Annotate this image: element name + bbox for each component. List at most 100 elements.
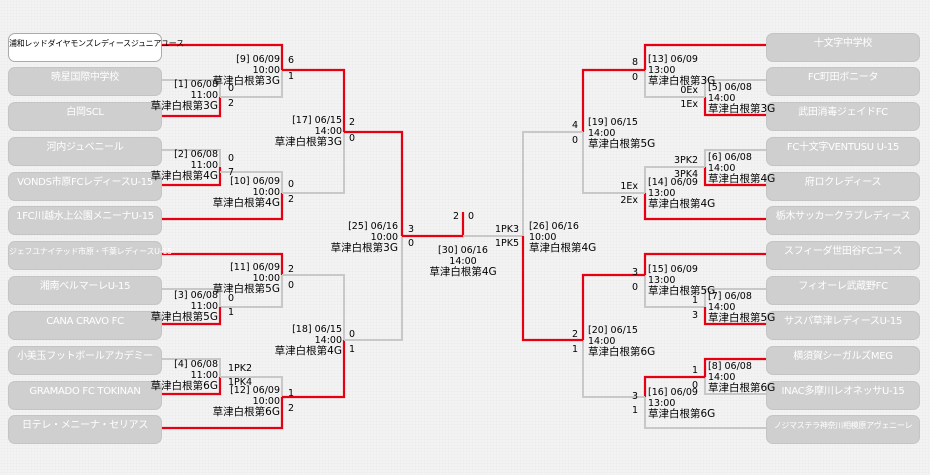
- team-box[interactable]: 暁星国際中学校: [8, 67, 162, 96]
- bracket-line-lose: [704, 288, 766, 307]
- team-box[interactable]: 小美玉フットボールアカデミー: [8, 346, 162, 375]
- team-box[interactable]: FC町田ボニータ: [766, 67, 920, 96]
- match-info[interactable]: [6] 06/08 14:00 草津白根第4G: [708, 152, 775, 185]
- match-venue: 草津白根第4G: [150, 170, 218, 182]
- match-score: 3: [631, 267, 638, 278]
- bracket-line-win: [162, 397, 284, 430]
- match-date: 06/09: [252, 262, 280, 273]
- match-time: 10:00: [370, 232, 398, 243]
- match-info[interactable]: [13] 06/09 13:00 草津白根第3G: [648, 54, 715, 87]
- match-number: [16]: [648, 387, 668, 398]
- team-box[interactable]: 白岡SCL: [8, 102, 162, 131]
- team-box[interactable]: ジェフユナイテッド市原・千葉レディースU-15: [8, 241, 172, 270]
- match-info[interactable]: [10] 06/09 10:00 草津白根第4G: [213, 176, 280, 209]
- match-time: 14:00: [449, 256, 477, 267]
- match-time: 14:00: [708, 372, 736, 383]
- match-score: 1: [228, 307, 235, 318]
- match-number: [25]: [348, 221, 368, 232]
- match-date: 06/08: [724, 361, 752, 372]
- bracket-line-win: [703, 97, 766, 117]
- match-info[interactable]: [8] 06/08 14:00 草津白根第6G: [708, 361, 775, 394]
- match-number: [10]: [230, 176, 250, 187]
- team-box[interactable]: 栃木サッカークラブレディース: [766, 206, 920, 235]
- match-time: 14:00: [588, 128, 616, 139]
- bracket-line-win: [162, 307, 222, 326]
- match-info[interactable]: [20] 06/15 14:00 草津白根第6G: [588, 325, 655, 358]
- match-info[interactable]: [18] 06/15 14:00 草津白根第4G: [275, 324, 342, 357]
- match-score: 0: [228, 293, 235, 304]
- match-venue: 草津白根第3G: [150, 100, 218, 112]
- bracket-line-lose: [220, 70, 283, 98]
- match-info[interactable]: [25] 06/16 10:00 草津白根第3G: [331, 221, 398, 254]
- bracket-line-win: [643, 193, 766, 221]
- match-info[interactable]: [17] 06/15 14:00 草津白根第3G: [275, 115, 342, 148]
- match-info[interactable]: [19] 06/15 14:00 草津白根第5G: [588, 117, 655, 150]
- team-box[interactable]: 十文字中学校: [766, 33, 920, 62]
- team-box[interactable]: 浦和レッドダイヤモンズレディースジュニアユース: [8, 33, 184, 62]
- match-time: 14:00: [708, 163, 736, 174]
- match-score: 2: [228, 98, 235, 109]
- team-box[interactable]: VONDS市原FCレディースU-15: [8, 172, 162, 201]
- match-date: 06/09: [252, 54, 280, 65]
- bracket-line-win: [162, 97, 222, 118]
- bracket-line-lose: [220, 171, 283, 193]
- match-info[interactable]: [14] 06/09 13:00 草津白根第4G: [648, 177, 715, 210]
- match-info[interactable]: [12] 06/09 10:00 草津白根第6G: [213, 385, 280, 418]
- match-info[interactable]: [11] 06/09 10:00 草津白根第5G: [213, 262, 280, 295]
- team-box[interactable]: CANA CRAVO FC: [8, 311, 162, 340]
- match-number: [7]: [708, 291, 722, 302]
- team-box[interactable]: 武田消毒ジェイドFC: [766, 102, 920, 131]
- team-box[interactable]: 横須賀シーガルズMEG: [766, 346, 920, 375]
- team-box[interactable]: FC十文字VENTUSU U-15: [766, 137, 920, 166]
- final-match-info[interactable]: [30] 06/16 14:00 草津白根第4G: [410, 245, 516, 278]
- match-info[interactable]: [15] 06/09 13:00 草津白根第5G: [648, 264, 715, 297]
- match-info[interactable]: [9] 06/09 10:00 草津白根第3G: [213, 54, 280, 87]
- match-info[interactable]: [2] 06/08 11:00 草津白根第4G: [151, 149, 218, 182]
- team-box[interactable]: 日テレ・メニーナ・セリアス: [8, 415, 162, 444]
- bracket-line-lose: [704, 79, 766, 97]
- bracket-line-win: [581, 68, 645, 132]
- team-box[interactable]: ノジマステラ神奈川相模原アヴェニーレ: [766, 415, 920, 444]
- team-box[interactable]: 1FC川越水上公園メニーナU-15: [8, 206, 162, 235]
- match-time: 11:00: [190, 301, 218, 312]
- team-box[interactable]: INAC多摩川レオネッサU-15: [766, 381, 920, 410]
- match-time: 10:00: [252, 273, 280, 284]
- team-box[interactable]: スフィーダ世田谷FCユース: [766, 241, 920, 270]
- match-venue: 草津白根第5G: [150, 311, 218, 323]
- match-info[interactable]: [4] 06/08 11:00 草津白根第6G: [151, 359, 218, 392]
- match-info[interactable]: [7] 06/08 14:00 草津白根第5G: [708, 291, 775, 324]
- match-score: 0: [468, 211, 475, 222]
- bracket-line-win: [643, 43, 766, 70]
- match-venue: 草津白根第6G: [588, 346, 656, 358]
- team-box[interactable]: フィオーレ武蔵野FC: [766, 276, 920, 305]
- match-time: 10:00: [252, 65, 280, 76]
- match-info[interactable]: [26] 06/16 10:00 草津白根第4G: [529, 221, 596, 254]
- match-date: 06/15: [314, 115, 342, 126]
- match-time: 13:00: [648, 188, 676, 199]
- bracket-line-lose: [644, 397, 766, 429]
- team-box[interactable]: 河内ジュベニール: [8, 137, 162, 166]
- match-info[interactable]: [16] 06/09 13:00 草津白根第6G: [648, 387, 715, 420]
- match-info[interactable]: [1] 06/08 11:00 草津白根第3G: [151, 79, 218, 112]
- match-score: 0: [228, 83, 235, 94]
- match-info[interactable]: [3] 06/08 11:00 草津白根第5G: [151, 290, 218, 323]
- match-date: 06/16: [551, 221, 579, 232]
- bracket-line-win: [643, 252, 766, 275]
- match-venue: 草津白根第3G: [274, 136, 342, 148]
- match-venue: 草津白根第4G: [708, 173, 776, 185]
- bracket-line-win: [703, 357, 766, 377]
- team-box[interactable]: 湘南ベルマーレU-15: [8, 276, 162, 305]
- match-info[interactable]: [5] 06/08 14:00 草津白根第3G: [708, 82, 775, 115]
- team-box[interactable]: サスパ草津レディースU-15: [766, 311, 920, 340]
- match-number: [2]: [174, 149, 188, 160]
- match-date: 06/09: [670, 177, 698, 188]
- match-date: 06/16: [370, 221, 398, 232]
- bracket-line-lose: [282, 274, 345, 340]
- match-time: 11:00: [190, 370, 218, 381]
- team-box[interactable]: 府ロクレディース: [766, 172, 920, 201]
- match-score: 2: [571, 329, 578, 340]
- match-score: 0: [631, 72, 638, 83]
- team-box[interactable]: GRAMADO FC TOKINAN: [8, 381, 162, 410]
- match-number: [20]: [588, 325, 608, 336]
